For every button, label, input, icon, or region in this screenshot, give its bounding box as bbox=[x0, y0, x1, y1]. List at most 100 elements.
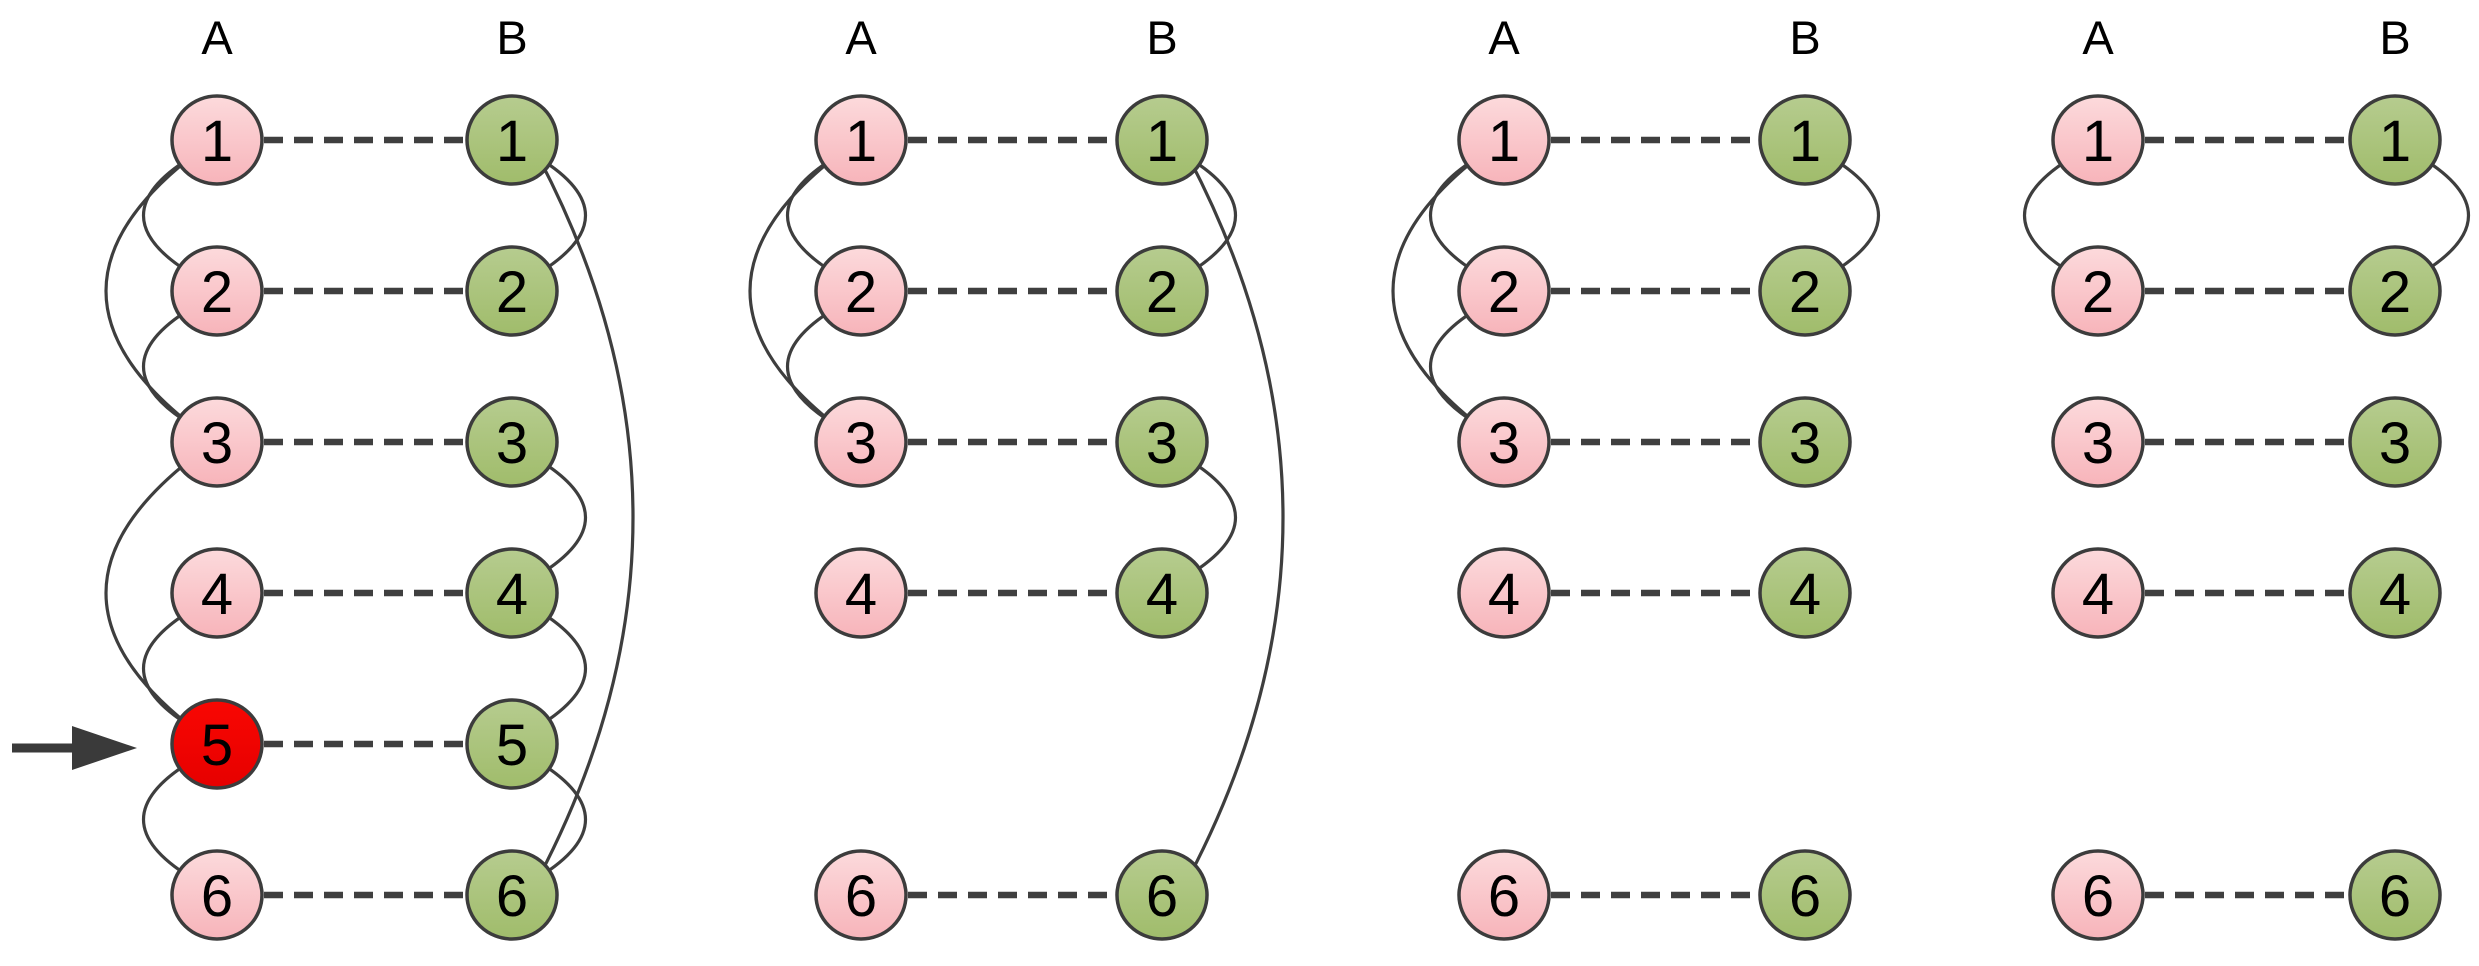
panel3-a-node-1 bbox=[1457, 94, 1551, 186]
panel4-a-node-4 bbox=[2051, 547, 2145, 639]
panel4-a-arc-1-2 bbox=[2022, 156, 2072, 275]
panel2-b-node-1-label: 1 bbox=[1146, 109, 1178, 174]
panel2-a-node-1 bbox=[814, 94, 908, 186]
panel1-column-b-header: B bbox=[496, 11, 527, 64]
panel1-b-node-6 bbox=[465, 849, 559, 941]
panel1-a-arc-4-5 bbox=[141, 609, 191, 728]
panel1-a-arc-5-6 bbox=[141, 760, 191, 879]
panel4-a-node-1 bbox=[2051, 94, 2145, 186]
panel4-b-node-3-label: 3 bbox=[2379, 411, 2411, 476]
panel1-b-node-4-label: 4 bbox=[496, 562, 528, 627]
panel3-b-node-4 bbox=[1758, 547, 1852, 639]
panel2-a-node-3 bbox=[814, 396, 908, 488]
panel2-b-node-2 bbox=[1115, 245, 1209, 337]
panel1-a-node-4 bbox=[170, 547, 264, 639]
panel4-b-node-3 bbox=[2348, 396, 2442, 488]
panel1-b-node-2 bbox=[465, 245, 559, 337]
panel2-a-node-4-label: 4 bbox=[845, 562, 877, 627]
panel1-a-node-1-label: 1 bbox=[201, 109, 233, 174]
panel2-a-node-6-label: 6 bbox=[845, 864, 877, 929]
panel4-a-node-3-label: 3 bbox=[2082, 411, 2114, 476]
panel1-a-node-1 bbox=[170, 94, 264, 186]
panel4-b-node-1-label: 1 bbox=[2379, 109, 2411, 174]
panel4-b-node-6 bbox=[2348, 849, 2442, 941]
panel1-b-node-5-label: 5 bbox=[496, 713, 528, 778]
panel1-b-node-3-label: 3 bbox=[496, 411, 528, 476]
panel1-a-node-6 bbox=[170, 849, 264, 941]
panel3-b-arc-1-2 bbox=[1831, 156, 1881, 275]
panel3-a-node-6-label: 6 bbox=[1488, 864, 1520, 929]
panel2-b-node-6 bbox=[1115, 849, 1209, 941]
panel1-b-node-5 bbox=[465, 698, 559, 790]
panel1-b-arc-3-4 bbox=[538, 458, 588, 577]
panel2-b-node-6-label: 6 bbox=[1146, 864, 1178, 929]
panel3-column-b-header: B bbox=[1789, 11, 1820, 64]
panel3-b-node-3 bbox=[1758, 396, 1852, 488]
panel3-b-node-3-label: 3 bbox=[1789, 411, 1821, 476]
panel3-a-node-3 bbox=[1457, 396, 1551, 488]
panel1-a-node-2 bbox=[170, 245, 264, 337]
panel1-b-node-2-label: 2 bbox=[496, 260, 528, 325]
panel1-b-node-1 bbox=[465, 94, 559, 186]
panel2-b-node-1 bbox=[1115, 94, 1209, 186]
panel3-a-arc-2-3 bbox=[1428, 307, 1478, 426]
panel3-a-node-6 bbox=[1457, 849, 1551, 941]
pointer-arrow bbox=[12, 726, 137, 770]
panel3-b-node-1-label: 1 bbox=[1789, 109, 1821, 174]
panel2-a-arc-1-2 bbox=[785, 156, 835, 275]
panel1-a-node-5-highlighted bbox=[170, 698, 264, 790]
panel3-b-node-6-label: 6 bbox=[1789, 864, 1821, 929]
panel4-b-node-2-label: 2 bbox=[2379, 260, 2411, 325]
panel3-b-node-4-label: 4 bbox=[1789, 562, 1821, 627]
panel1-b-arc-5-6 bbox=[538, 760, 588, 879]
panel1-a-arc-2-3 bbox=[141, 307, 191, 426]
panel4-a-node-1-label: 1 bbox=[2082, 109, 2114, 174]
panel2-b-node-2-label: 2 bbox=[1146, 260, 1178, 325]
panel2-b-node-4 bbox=[1115, 547, 1209, 639]
panel2-a-node-1-label: 1 bbox=[845, 109, 877, 174]
panel3-b-node-6 bbox=[1758, 849, 1852, 941]
panel2-a-node-2-label: 2 bbox=[845, 260, 877, 325]
panel2-a-arc-2-3 bbox=[785, 307, 835, 426]
panel4-column-b-header: B bbox=[2379, 11, 2410, 64]
panel3-b-node-2-label: 2 bbox=[1789, 260, 1821, 325]
panel1-b-arc-1-2 bbox=[538, 156, 588, 275]
pointer-arrow-head bbox=[72, 726, 137, 770]
panel1-b-node-1-label: 1 bbox=[496, 109, 528, 174]
panel2-a-node-3-label: 3 bbox=[845, 411, 877, 476]
panel2-b-node-3-label: 3 bbox=[1146, 411, 1178, 476]
panel4-b-arc-1-2 bbox=[2421, 156, 2471, 275]
panel4-a-node-2-label: 2 bbox=[2082, 260, 2114, 325]
panel4-b-node-6-label: 6 bbox=[2379, 864, 2411, 929]
panel3-a-node-2 bbox=[1457, 245, 1551, 337]
panel2-b-arc-3-4 bbox=[1188, 458, 1238, 577]
panel3-a-node-4 bbox=[1457, 547, 1551, 639]
panel2-b-node-3 bbox=[1115, 396, 1209, 488]
panel1-a-node-3 bbox=[170, 396, 264, 488]
panel1-b-node-6-label: 6 bbox=[496, 864, 528, 929]
panel1-column-a-header: A bbox=[201, 11, 233, 64]
panel3-a-node-2-label: 2 bbox=[1488, 260, 1520, 325]
panel2-a-node-2 bbox=[814, 245, 908, 337]
panel1-a-node-2-label: 2 bbox=[201, 260, 233, 325]
panel4-b-node-2 bbox=[2348, 245, 2442, 337]
panel4-b-node-1 bbox=[2348, 94, 2442, 186]
panel3-a-arc-1-2 bbox=[1428, 156, 1478, 275]
panel3-a-node-3-label: 3 bbox=[1488, 411, 1520, 476]
panel4-b-node-4 bbox=[2348, 547, 2442, 639]
panel3-column-a-header: A bbox=[1488, 11, 1520, 64]
panel2-column-a-header: A bbox=[845, 11, 877, 64]
panel4-a-node-3 bbox=[2051, 396, 2145, 488]
panel4-a-node-2 bbox=[2051, 245, 2145, 337]
panel4-a-node-4-label: 4 bbox=[2082, 562, 2114, 627]
panel4-b-node-4-label: 4 bbox=[2379, 562, 2411, 627]
panel1-a-node-5-highlighted-label: 5 bbox=[201, 713, 233, 778]
panel1-b-arc-1-6 bbox=[537, 157, 635, 878]
panel1-b-node-3 bbox=[465, 396, 559, 488]
panel1-b-arc-4-5 bbox=[538, 609, 588, 728]
